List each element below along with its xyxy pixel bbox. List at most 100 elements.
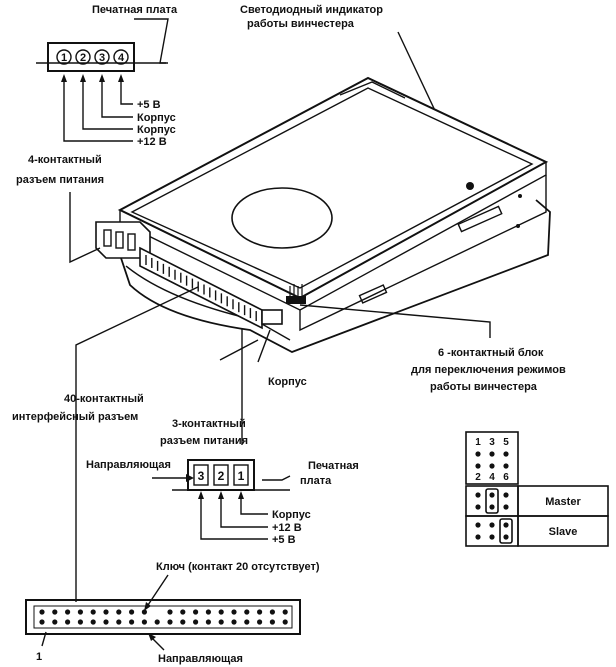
power4-pin-4-num: 4 <box>118 52 125 64</box>
pin-dot <box>205 609 211 615</box>
pin-dot <box>231 619 237 625</box>
power4-leader <box>69 192 101 264</box>
pin-dot <box>167 619 173 625</box>
jt-num-1: 1 <box>475 437 481 448</box>
jumper-table-header-cell <box>465 431 519 485</box>
pin-dot <box>77 619 83 625</box>
power3-connector-detail: 3-контактный разъем питания Направляющая… <box>86 328 359 546</box>
pin-dot <box>65 619 71 625</box>
pin-dot <box>257 609 263 615</box>
pin-dot <box>103 619 109 625</box>
jumper6-label-line3: работы винчестера <box>430 381 538 393</box>
pin-dot <box>154 619 160 625</box>
slave-pins <box>475 522 509 540</box>
slave-label-cell <box>517 515 609 547</box>
arrow-icon <box>118 74 124 82</box>
drive-interface-connector <box>139 246 263 330</box>
power4-pin-4 <box>113 49 129 65</box>
socket-slot <box>127 233 136 251</box>
korpus-leader-2 <box>219 339 259 361</box>
arrow-icon <box>148 633 156 641</box>
disk-platter-icon <box>231 187 333 249</box>
arrow-icon <box>99 74 105 82</box>
pin-dot <box>244 619 250 625</box>
slave-label: Slave <box>549 526 578 538</box>
pin-dot <box>205 619 211 625</box>
pin-dot <box>269 609 275 615</box>
label-plus12: +12 В <box>137 136 167 148</box>
power4-pin-1 <box>56 49 72 65</box>
drive-cover-inner-edge <box>130 87 534 289</box>
drive-bottom-shell <box>119 199 551 353</box>
power4-housing <box>47 42 135 72</box>
power3-pin-2 <box>213 464 229 486</box>
arrow-icon <box>218 491 224 499</box>
pin-dot <box>65 609 71 615</box>
led-icon <box>466 182 474 190</box>
key-label: Ключ (контакт 20 отсутствует) <box>156 561 320 573</box>
master-label: Master <box>545 496 581 508</box>
power4-connector-detail: Печатная плата 1 2 3 4 +5 В Корпус Корпу… <box>36 4 178 148</box>
pin-dot <box>193 609 199 615</box>
pin-dot <box>77 609 83 615</box>
power4-pin-1-num: 1 <box>61 52 67 64</box>
arrow-icon <box>198 491 204 499</box>
led-label-line2: работы винчестера <box>247 18 355 30</box>
slave-jumper-icon <box>499 518 513 544</box>
arrow-icon <box>61 74 67 82</box>
pin-dot <box>180 619 186 625</box>
drive-side-slot <box>457 205 503 233</box>
pcb3-label-line2: плата <box>300 475 332 487</box>
led-label-line1: Светодиодный индикатор <box>240 4 383 16</box>
power3-label-line1: 3-контактный <box>172 418 246 430</box>
jt-num-3: 3 <box>489 437 495 448</box>
pin-dot <box>244 609 250 615</box>
iface40-housing <box>25 599 301 635</box>
iface40-label-line1: 40-контактный <box>64 393 144 405</box>
pin-dot <box>52 609 58 615</box>
power4-label-line1: 4-контактный <box>28 154 102 166</box>
power3-pin-1-num: 1 <box>238 469 245 483</box>
label-gnd2: Корпус <box>137 124 176 136</box>
drive-side-slot <box>358 284 388 304</box>
socket-slot <box>103 229 112 247</box>
pin-dot <box>90 619 96 625</box>
pin-dot <box>129 609 135 615</box>
iface40-inner <box>33 605 293 629</box>
drive-cover-ridge <box>339 81 406 99</box>
power3-pin-1 <box>233 464 249 486</box>
korpus-mid-label: Корпус <box>268 376 307 388</box>
key-leader <box>145 574 169 609</box>
power4-pin-3-num: 3 <box>99 52 105 64</box>
screw-icon <box>518 194 522 198</box>
jt-num-5: 5 <box>503 437 509 448</box>
p3-plus12-label: +12 В <box>272 522 302 534</box>
iface40-pins <box>39 609 288 625</box>
pin-dot <box>282 609 288 615</box>
label-gnd1: Корпус <box>137 112 176 124</box>
pin-dot <box>39 609 45 615</box>
power3-pin-3 <box>193 464 209 486</box>
lead-p3-plus12 <box>220 494 268 528</box>
korpus-callout: Корпус <box>219 329 307 388</box>
pin-dot <box>218 619 224 625</box>
pcb3-label-line1: Печатная <box>308 460 359 472</box>
drive-top-cover <box>117 76 549 300</box>
pin-dot <box>180 609 186 615</box>
power3-label-line2: разъем питания <box>160 435 248 447</box>
drive-interface-pins <box>145 255 257 322</box>
lead-plus5 <box>120 78 133 105</box>
pcb-top-leader <box>134 18 169 64</box>
lead-gnd1 <box>101 78 133 118</box>
power3-pin-3-num: 3 <box>198 469 205 483</box>
iface40-label-line2: интерфейсный разъем <box>12 411 138 423</box>
lead-p3-plus5 <box>200 494 268 540</box>
lead-p3-korpus <box>240 494 268 515</box>
pin-dot <box>116 609 122 615</box>
iface40-leader <box>75 286 199 602</box>
jumper6-leader <box>299 304 491 338</box>
p3-korpus-label: Корпус <box>272 509 311 521</box>
jt-num-4: 4 <box>489 472 495 483</box>
slave-pins-cell <box>465 515 519 547</box>
